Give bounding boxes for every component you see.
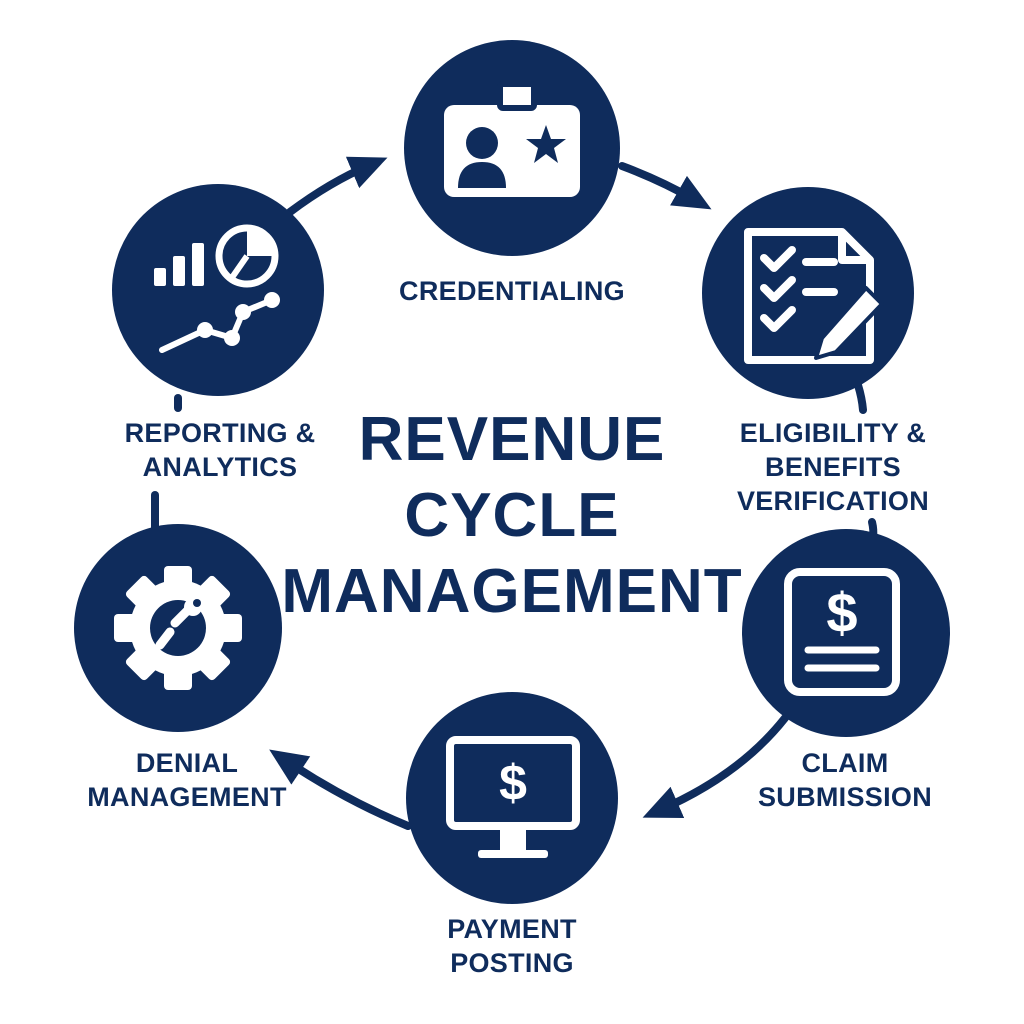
step-label-line: ANALYTICS bbox=[142, 452, 298, 482]
node-claim-submission: $ bbox=[742, 529, 950, 737]
diagram-title: REVENUE CYCLE MANAGEMENT bbox=[262, 402, 762, 630]
step-label-line: VERIFICATION bbox=[736, 486, 930, 516]
step-label-credentialing: CREDENTIALING bbox=[362, 274, 662, 308]
title-line: REVENUE bbox=[358, 405, 666, 474]
node-denial-management bbox=[74, 524, 282, 732]
node-eligibility bbox=[702, 187, 914, 399]
step-label-line: POSTING bbox=[450, 948, 574, 978]
svg-text:$: $ bbox=[826, 581, 857, 644]
step-label-line: SUBMISSION bbox=[757, 782, 933, 812]
step-label-line: BENEFITS bbox=[765, 452, 901, 482]
step-label-line: PAYMENT bbox=[447, 914, 577, 944]
node-circle bbox=[406, 692, 618, 904]
arrow-payment-to-denial bbox=[269, 749, 412, 830]
step-label-line: ELIGIBILITY & bbox=[739, 418, 927, 448]
step-label-line: MANAGEMENT bbox=[87, 782, 287, 812]
step-label-line: DENIAL bbox=[135, 748, 239, 778]
arrow-claim-to-payment bbox=[642, 714, 789, 818]
step-label-line: CREDENTIALING bbox=[399, 276, 625, 306]
analytics-chart-icon bbox=[154, 224, 280, 353]
svg-text:$: $ bbox=[499, 755, 527, 811]
gear-wrench-icon bbox=[114, 566, 242, 690]
connector-eligibility-side bbox=[854, 381, 867, 414]
step-label-eligibility: ELIGIBILITY & BENEFITS VERIFICATION bbox=[708, 416, 958, 518]
node-credentialing bbox=[404, 40, 620, 256]
title-line: MANAGEMENT bbox=[281, 557, 743, 626]
id-badge-star-icon bbox=[444, 81, 580, 197]
checklist-pencil-icon bbox=[744, 228, 884, 364]
step-label-payment-posting: PAYMENT POSTING bbox=[410, 912, 614, 980]
step-label-line: CLAIM bbox=[801, 748, 889, 778]
step-label-denial-management: DENIAL MANAGEMENT bbox=[62, 746, 312, 814]
cycle-arrows bbox=[151, 156, 878, 830]
dollar-monitor-icon: $ bbox=[446, 736, 580, 858]
node-reporting-analytics bbox=[112, 184, 324, 396]
node-circle bbox=[112, 184, 324, 396]
dollar-document-icon: $ bbox=[784, 568, 900, 696]
step-label-reporting-analytics: REPORTING & ANALYTICS bbox=[100, 416, 340, 484]
arrow-credentialing-to-eligibility bbox=[618, 162, 712, 210]
arrow-reporting-to-credentialing bbox=[286, 156, 388, 216]
step-label-line: REPORTING & bbox=[124, 418, 316, 448]
step-label-claim-submission: CLAIM SUBMISSION bbox=[740, 746, 950, 814]
title-line: CYCLE bbox=[404, 481, 620, 550]
node-payment-posting: $ bbox=[406, 692, 618, 904]
